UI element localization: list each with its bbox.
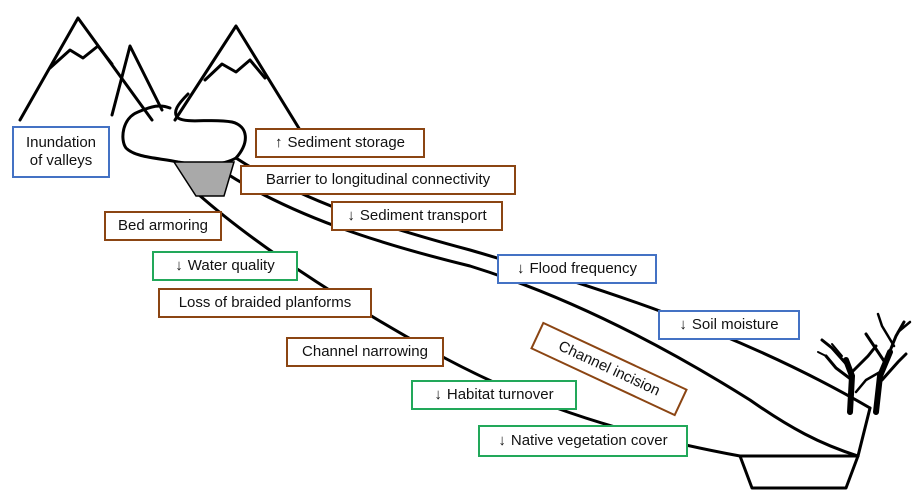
left-mountain-snowline	[48, 44, 114, 70]
label-braided-planforms: Loss of braided planforms	[158, 288, 372, 318]
dead-trees	[817, 312, 912, 415]
label-braided-text: Loss of braided planforms	[178, 294, 352, 311]
label-barrier-text: Barrier to longitudinal connectivity	[265, 171, 491, 188]
label-channel-narrowing: Channel narrowing	[286, 337, 444, 367]
label-channel-narrowing-text: Channel narrowing	[302, 343, 428, 360]
label-native-vegetation-text: Native vegetation cover	[510, 432, 668, 449]
label-inundation-of-valleys: Inundation of valleys	[12, 126, 110, 178]
label-soil-moisture-text: Soil moisture	[691, 316, 779, 333]
incised-channel-floor	[738, 454, 860, 490]
label-water-quality: ↓ Water quality	[152, 251, 298, 281]
label-sediment-transport-text: Sediment transport	[359, 207, 487, 224]
right-mountain	[173, 24, 302, 132]
down-arrow-icon: ↓	[175, 257, 183, 274]
label-soil-moisture: ↓ Soil moisture	[658, 310, 800, 340]
label-water-quality-text: Water quality	[187, 257, 275, 274]
label-flood-frequency-text: Flood frequency	[529, 260, 638, 277]
river-channel-line	[216, 166, 860, 458]
label-native-vegetation: ↓ Native vegetation cover	[478, 425, 688, 457]
middle-mountain	[110, 44, 164, 117]
label-sediment-storage-text: Sediment storage	[287, 134, 406, 151]
dam-structure	[172, 161, 236, 197]
label-inundation-line2: of valleys	[29, 152, 93, 169]
right-mountain-snowline	[203, 58, 267, 82]
left-mountain	[18, 16, 154, 122]
label-inundation-line1: Inundation	[25, 134, 97, 151]
down-arrow-icon: ↓	[516, 260, 525, 277]
down-arrow-icon: ↓	[498, 432, 506, 449]
label-bed-armoring: Bed armoring	[104, 211, 222, 241]
label-barrier-connectivity: Barrier to longitudinal connectivity	[240, 165, 516, 195]
label-sediment-transport: ↓ Sediment transport	[331, 201, 503, 231]
down-arrow-icon: ↓	[347, 207, 355, 224]
label-bed-armoring-text: Bed armoring	[117, 217, 209, 234]
down-arrow-icon: ↓	[434, 386, 442, 403]
down-arrow-icon: ↓	[679, 316, 687, 333]
floodplain-cliff	[856, 406, 872, 458]
label-sediment-storage: ↑ Sediment storage	[255, 128, 425, 158]
up-arrow-icon: ↑	[274, 134, 283, 151]
label-habitat-turnover-text: Habitat turnover	[446, 386, 554, 403]
label-flood-frequency: ↓ Flood frequency	[497, 254, 657, 284]
label-habitat-turnover: ↓ Habitat turnover	[411, 380, 577, 410]
